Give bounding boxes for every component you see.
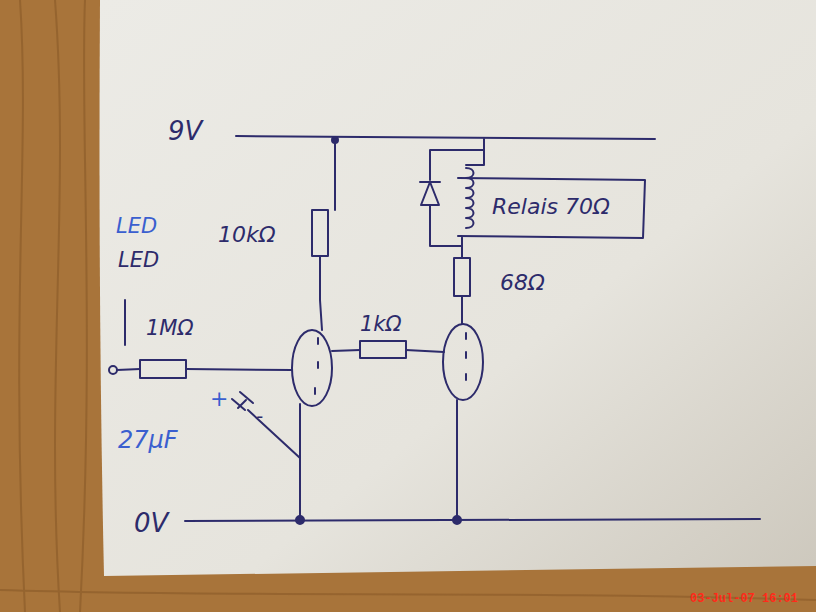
diode-symbol [420,182,440,205]
transistor-pins [315,338,318,394]
schematic [109,136,760,524]
wire [299,404,301,520]
capacitor-value: 27µF [118,428,178,452]
polarity-mark: - [256,406,263,426]
relay-box [458,178,645,238]
resistor-value: 10kΩ [218,224,276,246]
resistor-symbol [454,258,470,296]
resistor-value: 1MΩ [146,318,194,339]
wire [186,369,292,370]
transistor-symbol [292,330,332,406]
junction-dot [453,516,461,524]
component-note: LED [116,216,157,237]
input-terminal [109,366,117,374]
paper-sheet [100,0,816,576]
ground-rail [185,519,760,521]
ground-label: 0V [134,510,168,536]
transistor-symbol [443,324,483,400]
wire [430,205,462,246]
resistor-symbol [312,210,328,256]
resistor-value: 68Ω [500,272,545,294]
wire [461,296,463,324]
polarity-mark: + [210,388,228,410]
relay-coil [466,168,474,228]
wire [248,410,300,458]
junction-dot [332,137,338,143]
wire [456,400,458,520]
wire [334,140,336,210]
relay-label: Relais 70Ω [492,196,610,218]
wire [406,350,444,352]
capacitor-symbol [232,392,253,410]
wire [117,369,140,370]
resistor-symbol [140,360,186,378]
supply-label: 9V [168,118,202,144]
led-lead [124,300,126,345]
component-note: LED [118,250,159,271]
wire [320,256,322,330]
transistor-pins [465,333,467,380]
supply-rail [236,136,655,139]
date-stamp: 03-Jul-07 16:01 [690,593,798,605]
resistor-value: 1kΩ [360,314,402,335]
wire [332,350,360,351]
resistor-symbol [360,341,406,358]
junction-dot [296,516,304,524]
wire [430,150,484,180]
wire [466,139,484,165]
